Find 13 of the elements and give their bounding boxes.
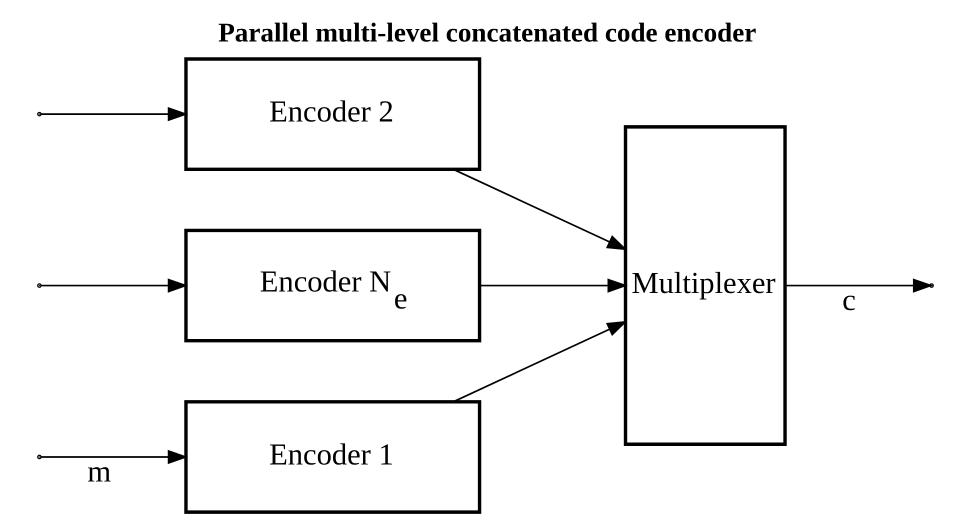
- node-box: Encoder 1: [184, 400, 482, 514]
- arrow: [40, 107, 188, 122]
- arrow: [40, 278, 188, 293]
- arrow: [480, 278, 628, 293]
- edge-label: c: [842, 283, 856, 317]
- arrow: [452, 320, 628, 403]
- arrow: [452, 168, 628, 250]
- node-box: Multiplexer: [624, 125, 787, 446]
- node-box: Encoder 2: [184, 57, 482, 171]
- arrow: [40, 450, 188, 464]
- diagram-title: Parallel multi-level concatenated code encoder: [218, 18, 756, 48]
- arrow: [785, 278, 934, 293]
- edge-label: m: [87, 454, 112, 488]
